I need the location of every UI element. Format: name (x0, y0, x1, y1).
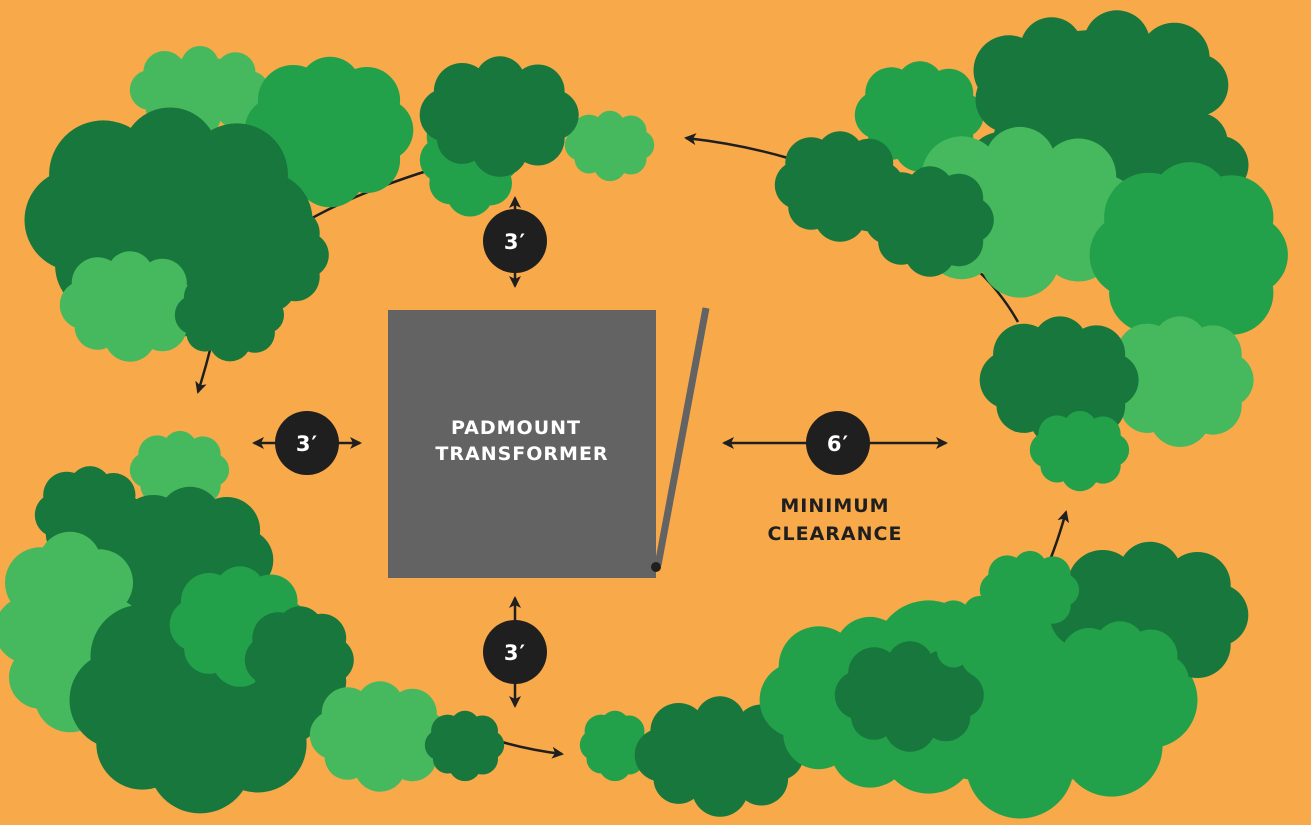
clearance-badge-bottom: 3′ (483, 620, 547, 684)
shrub (174, 271, 284, 362)
transformer-door (654, 307, 710, 566)
arrow-bottom-right (501, 740, 564, 759)
shrub (129, 46, 269, 137)
shrub (564, 110, 655, 182)
transformer-label-line1: PADMOUNT (451, 417, 581, 439)
shrub (634, 696, 804, 817)
clearance-value-left: 3′ (296, 432, 318, 456)
shrub-cluster-bottom-left (0, 430, 505, 814)
clearance-badge-right: 6′ (806, 411, 870, 475)
transformer-box (388, 310, 656, 578)
shrub-cluster-top-left (24, 46, 655, 362)
arrow-top-left (684, 133, 789, 160)
clearance-value-right: 6′ (827, 432, 849, 456)
shrub (244, 56, 414, 208)
shrub (129, 430, 230, 512)
shrub (419, 56, 579, 177)
clearance-badge-left: 3′ (275, 411, 339, 475)
caption-line2: CLEARANCE (768, 523, 903, 545)
shrub-cluster-right (774, 10, 1288, 492)
shrub (834, 641, 984, 752)
shrub (1049, 621, 1189, 742)
clearance-badge-top: 3′ (483, 209, 547, 273)
transformer-label-line2: TRANSFORMER (435, 443, 608, 465)
shrub (774, 131, 904, 242)
shrub (979, 550, 1080, 632)
shrub (309, 681, 449, 792)
shrub (1029, 410, 1130, 492)
arrow-left-down (195, 349, 212, 394)
clearance-value-bottom: 3′ (504, 641, 526, 665)
clearance-value-top: 3′ (504, 230, 526, 254)
shrub-cluster-bottom-right (579, 541, 1249, 819)
padmount-transformer: PADMOUNT TRANSFORMER (388, 307, 710, 578)
caption-line1: MINIMUM (780, 495, 889, 517)
shrub (579, 710, 650, 782)
door-hinge (651, 562, 661, 572)
shrub (864, 166, 994, 277)
shrub (424, 710, 505, 782)
